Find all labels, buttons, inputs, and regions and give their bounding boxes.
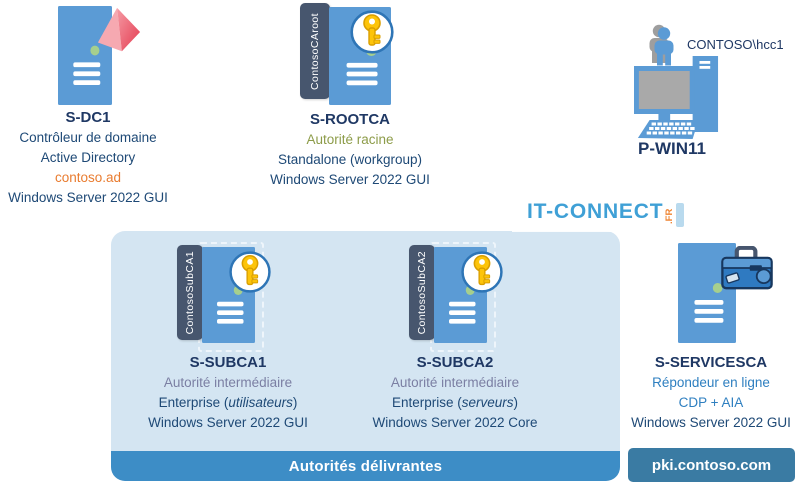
win11-name: P-WIN11 xyxy=(637,139,707,158)
subca2-os: Windows Server 2022 Core xyxy=(372,415,538,430)
rootca-tab-label: ContosoCAroot xyxy=(309,12,321,90)
subca1-enterprise: Enterprise (utilisateurs) xyxy=(128,393,328,413)
servicesca-briefcase-icon xyxy=(721,246,773,290)
servicesca-name: S-SERVICESCA xyxy=(654,354,768,371)
dc1-labels: S-DC1 Contrôleur de domaine Active Direc… xyxy=(0,107,188,208)
dc1-domain: contoso.ad xyxy=(54,170,122,185)
issuing-authorities-label: Autorités délivrantes xyxy=(288,457,443,475)
subca2-role: Autorité intermédiaire xyxy=(390,375,520,390)
workstation-icon xyxy=(634,56,720,140)
pki-url-label: pki.contoso.com xyxy=(651,456,772,474)
win11-user: CONTOSO\hcc1 xyxy=(687,37,784,52)
it-connect-logo-text: IT-CONNECT xyxy=(527,200,664,223)
dc1-role2: Active Directory xyxy=(40,150,136,165)
servicesca-labels: S-SERVICESCA Répondeur en ligne CDP + AI… xyxy=(611,352,800,433)
subca1-enterprise-scope: utilisateurs xyxy=(228,395,293,410)
dc1-name: S-DC1 xyxy=(65,109,111,126)
it-connect-logo-fr: .FR xyxy=(664,208,676,224)
pki-url-badge: pki.contoso.com xyxy=(628,448,795,482)
subca2-tab-label: ContosoSubCA2 xyxy=(416,250,428,335)
subca2-enterprise-scope: serveurs xyxy=(461,395,514,410)
subca2-labels: S-SUBCA2 Autorité intermédiaire Enterpri… xyxy=(355,352,555,433)
subca1-tab: ContosoSubCA1 xyxy=(177,245,203,340)
active-directory-pyramid-icon xyxy=(96,6,142,56)
dc1-os: Windows Server 2022 GUI xyxy=(8,190,168,205)
subca1-enterprise-prefix: Enterprise ( xyxy=(158,395,229,410)
subca2-key-icon xyxy=(460,250,504,294)
subca2-enterprise: Enterprise (serveurs) xyxy=(355,393,555,413)
subca1-key-icon xyxy=(228,250,272,294)
rootca-key-icon xyxy=(349,9,395,55)
rootca-name: S-ROOTCA xyxy=(310,111,390,128)
issuing-authorities-bar: Autorités délivrantes xyxy=(111,451,620,481)
dc1-role1: Contrôleur de domaine xyxy=(19,130,157,145)
subca1-name: S-SUBCA1 xyxy=(189,354,267,371)
subca2-tab: ContosoSubCA2 xyxy=(409,245,435,340)
servicesca-os: Windows Server 2022 GUI xyxy=(631,415,791,430)
subca1-labels: S-SUBCA1 Autorité intermédiaire Enterpri… xyxy=(128,352,328,433)
subca2-name: S-SUBCA2 xyxy=(416,354,494,371)
subca2-enterprise-prefix: Enterprise ( xyxy=(391,395,462,410)
watermark-background xyxy=(512,194,682,232)
rootca-mode: Standalone (workgroup) xyxy=(277,152,423,167)
servicesca-role1: Répondeur en ligne xyxy=(652,375,770,390)
subca1-role: Autorité intermédiaire xyxy=(163,375,293,390)
servicesca-role2: CDP + AIA xyxy=(678,395,744,410)
subca1-enterprise-suffix: ) xyxy=(292,395,298,410)
rootca-labels: S-ROOTCA Autorité racine Standalone (wor… xyxy=(250,109,450,190)
subca2-enterprise-suffix: ) xyxy=(513,395,519,410)
rootca-os: Windows Server 2022 GUI xyxy=(270,172,430,187)
it-connect-logo-shape xyxy=(676,203,684,227)
subca1-tab-label: ContosoSubCA1 xyxy=(184,250,196,335)
it-connect-logo: IT-CONNECT .FR xyxy=(527,199,675,225)
rootca-tab: ContosoCAroot xyxy=(300,3,330,99)
subca1-os: Windows Server 2022 GUI xyxy=(148,415,308,430)
rootca-role: Autorité racine xyxy=(306,132,394,147)
